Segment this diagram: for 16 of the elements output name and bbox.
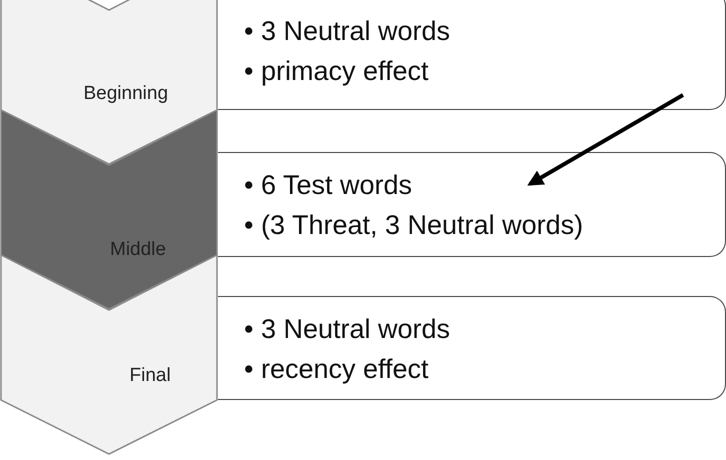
bullet-item: • 3 Neutral words xyxy=(244,15,452,48)
bullet-item: • 3 Neutral words xyxy=(244,313,452,346)
arrow xyxy=(527,93,684,186)
bullet-item: • recency effect xyxy=(244,353,430,386)
text-panel xyxy=(218,152,726,257)
chevron-shape xyxy=(0,0,218,165)
text-panel xyxy=(218,0,726,110)
stage-label: Beginning xyxy=(84,83,168,105)
bullet-item: • primacy effect xyxy=(244,55,430,88)
bullet-item: • (3 Threat, 3 Neutral words) xyxy=(244,209,584,242)
chevron-shape xyxy=(0,255,218,455)
stage-label: Middle xyxy=(110,239,166,261)
bullet-item: • 6 Test words xyxy=(244,169,414,202)
text-panel xyxy=(218,296,726,400)
stage-label: Final xyxy=(130,365,171,387)
chevron-shape xyxy=(0,110,218,310)
